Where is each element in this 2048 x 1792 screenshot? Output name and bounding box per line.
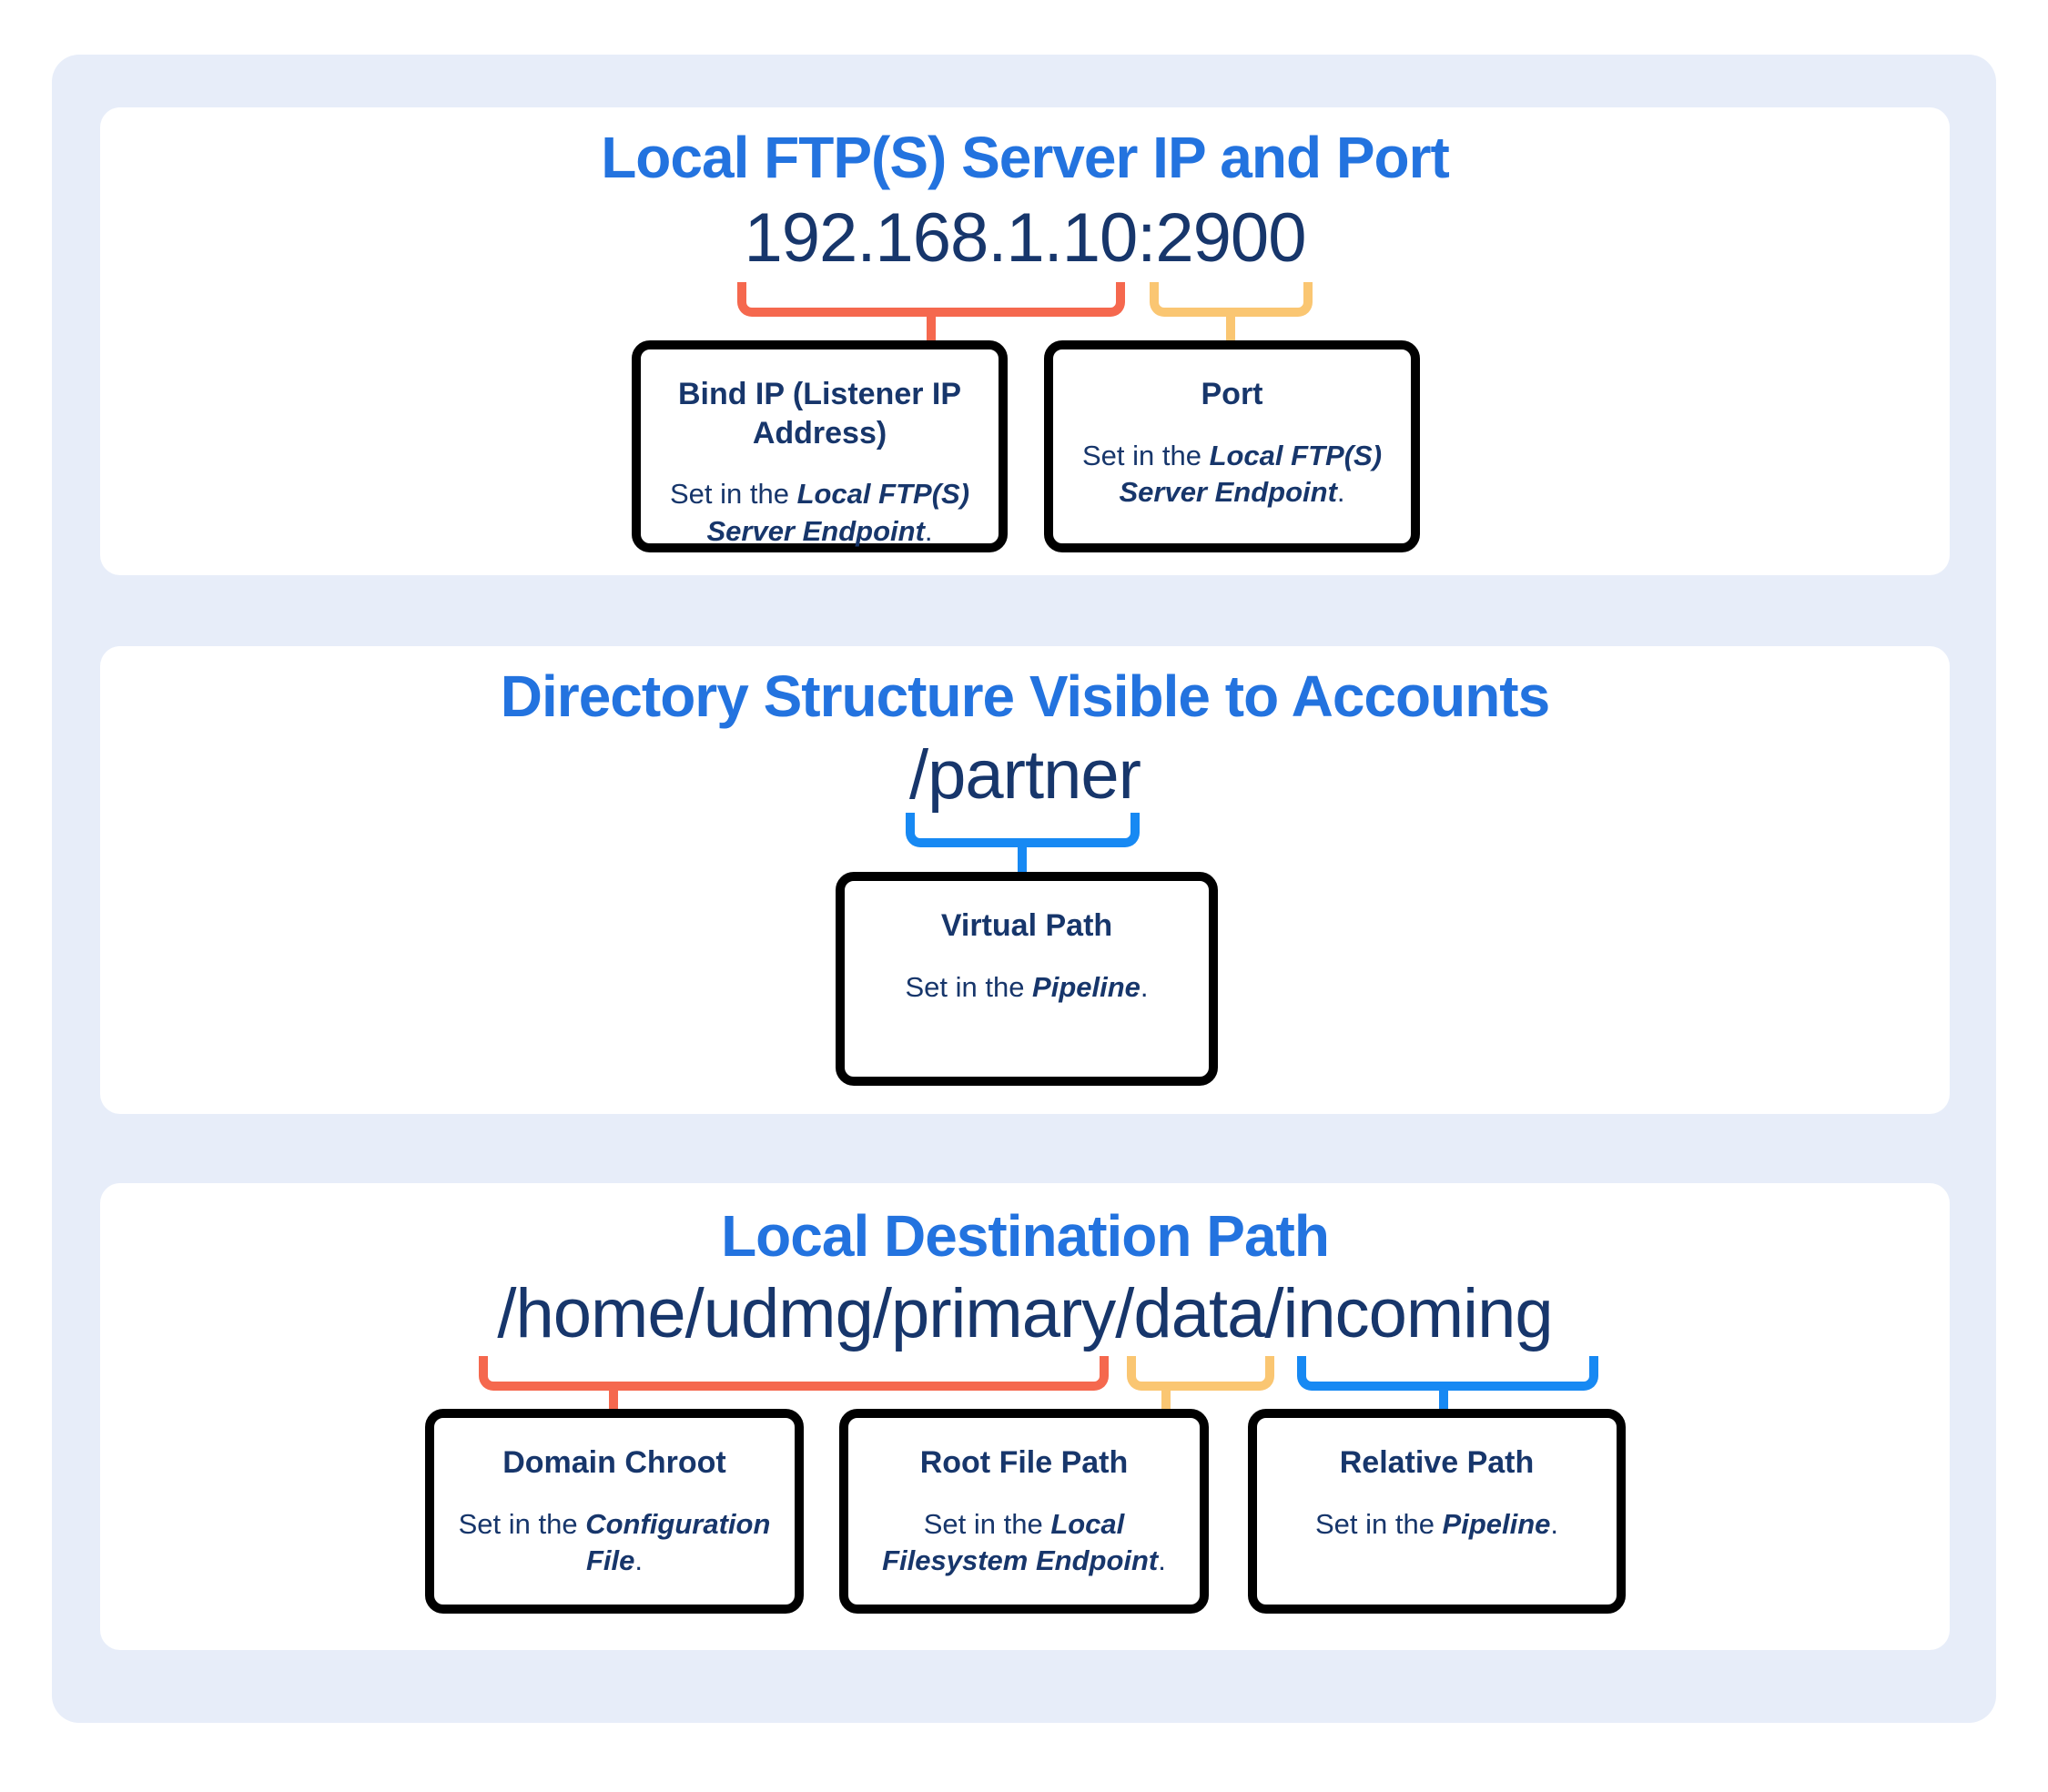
virtual-path-stem: [1018, 844, 1027, 876]
domain-chroot-callout-body: Set in the Configuration File.: [458, 1507, 771, 1577]
domain-chroot-bracket: [479, 1356, 1109, 1391]
relative-path-callout-body: Set in the Pipeline.: [1314, 1507, 1559, 1540]
section1-title: Local FTP(S) Server IP and Port: [601, 125, 1450, 190]
domain-chroot-stem: [609, 1385, 618, 1412]
bind-ip-callout-title: Bind IP (Listener IP Address): [677, 377, 962, 451]
panel-server-ip-port: [100, 107, 1950, 575]
relative-path-callout-title: Relative Path: [1339, 1445, 1535, 1480]
port-stem: [1226, 311, 1235, 344]
bind-ip-callout-body: Set in the Local FTP(S) Server Endpoint.: [669, 478, 970, 547]
relative-path-stem: [1439, 1385, 1448, 1412]
domain-chroot-callout: Domain Chroot Set in the Configuration F…: [425, 1409, 804, 1614]
root-file-path-bracket: [1127, 1356, 1274, 1391]
virtual-path-callout-title: Virtual Path: [940, 908, 1113, 943]
bind-ip-callout: Bind IP (Listener IP Address) Set in the…: [632, 340, 1008, 552]
relative-path-callout: Relative Path Set in the Pipeline.: [1248, 1409, 1626, 1614]
section3-value-destination-path: /home/udmg/primary/data/incoming: [497, 1275, 1553, 1352]
root-file-path-stem: [1161, 1385, 1171, 1412]
root-file-path-callout: Root File Path Set in the Local Filesyst…: [839, 1409, 1209, 1614]
virtual-path-bracket: [906, 813, 1140, 847]
root-file-path-callout-body: Set in the Local Filesystem Endpoint.: [882, 1507, 1166, 1577]
root-file-path-callout-title: Root File Path: [919, 1445, 1129, 1480]
port-callout-title: Port: [1201, 377, 1263, 411]
domain-chroot-callout-title: Domain Chroot: [502, 1445, 726, 1480]
port-callout: Port Set in the Local FTP(S) Server Endp…: [1044, 340, 1420, 552]
section2-value-virtual-path: /partner: [909, 736, 1141, 814]
bind-ip-stem: [927, 311, 936, 344]
port-callout-body: Set in the Local FTP(S) Server Endpoint.: [1081, 439, 1383, 509]
section2-title: Directory Structure Visible to Accounts: [500, 663, 1550, 729]
virtual-path-callout-body: Set in the Pipeline.: [905, 970, 1149, 1003]
virtual-path-callout: Virtual Path Set in the Pipeline.: [836, 872, 1218, 1086]
section1-value-ip-port: 192.168.1.10:2900: [744, 199, 1307, 277]
section3-title: Local Destination Path: [721, 1203, 1330, 1269]
